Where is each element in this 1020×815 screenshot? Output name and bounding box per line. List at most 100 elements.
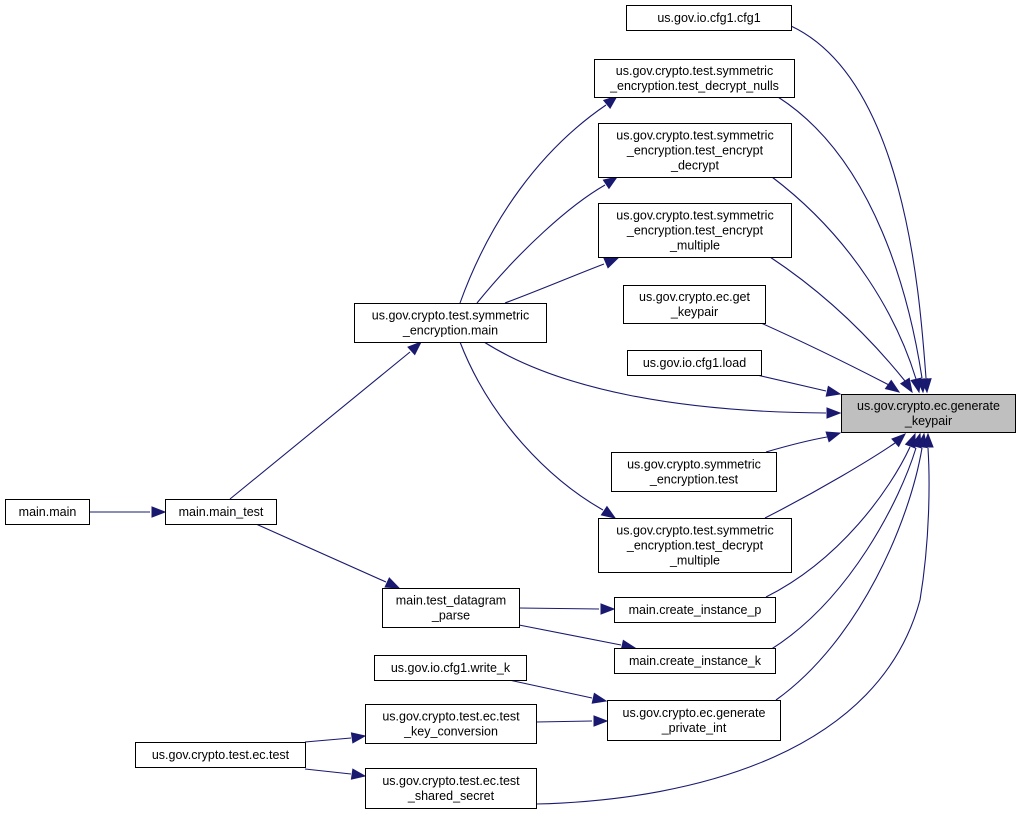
edge-main_main_test-to-symenc_main: [229, 341, 423, 500]
edge-line: [764, 442, 896, 519]
arrowhead: [826, 407, 842, 419]
node-ec-get-keypair[interactable]: us.gov.crypto.ec.get_keypair: [623, 285, 766, 324]
edge-test_datagram_parse-to-create_instance_p: [518, 603, 616, 615]
edge-line: [304, 768, 352, 775]
node-box[interactable]: [614, 597, 776, 623]
arrowhead: [593, 715, 609, 727]
node-box[interactable]: [365, 768, 537, 809]
edge-line: [508, 679, 593, 699]
node-box[interactable]: [374, 655, 527, 681]
node-test-encrypt-multiple[interactable]: us.gov.crypto.test.symmetric_encryption.…: [598, 203, 792, 258]
arrowhead: [350, 768, 367, 780]
node-symenc-main[interactable]: us.gov.crypto.test.symmetric_encryption.…: [354, 303, 547, 343]
edge-line: [459, 341, 604, 511]
node-box[interactable]: [365, 704, 537, 744]
node-label-line: us.gov.crypto.test.symmetric: [616, 524, 773, 538]
edge-symenc_main-to-test_encrypt_multiple: [504, 257, 620, 304]
node-box[interactable]: [382, 588, 520, 628]
node-symenc-test[interactable]: us.gov.crypto.symmetric_encryption.test: [611, 452, 777, 492]
node-label-line: main.create_instance_p: [629, 603, 762, 617]
node-box[interactable]: [165, 499, 277, 525]
edge-line: [775, 447, 923, 701]
edge-line: [756, 374, 827, 392]
node-box[interactable]: [611, 452, 777, 492]
node-main-main-test[interactable]: main.main_test: [165, 499, 277, 525]
node-label-line: us.gov.crypto.ec.get: [639, 290, 750, 304]
edges-layer: [89, 25, 934, 805]
node-label-line: _private_int: [661, 721, 727, 735]
node-cfg1-cfg1[interactable]: us.gov.io.cfg1.cfg1: [626, 5, 792, 31]
node-label-line: _keypair: [670, 305, 718, 319]
node-create-instance-k[interactable]: main.create_instance_k: [614, 648, 776, 674]
edge-main_main-to-main_main_test: [89, 506, 167, 518]
node-test-decrypt-multiple[interactable]: us.gov.crypto.test.symmetric_encryption.…: [598, 518, 792, 573]
node-label-line: _shared_secret: [407, 789, 495, 803]
arrowhead: [151, 506, 167, 518]
node-box[interactable]: [598, 203, 792, 258]
node-label-line: main.test_datagram: [396, 594, 506, 608]
node-ec-test[interactable]: us.gov.crypto.test.ec.test: [135, 742, 306, 768]
edge-line: [459, 104, 607, 304]
edge-ec_test-to-ec_test_shared_secret: [304, 768, 367, 780]
node-box[interactable]: [598, 518, 792, 573]
node-create-instance-p[interactable]: main.create_instance_p: [614, 597, 776, 623]
node-label-line: us.gov.io.cfg1.write_k: [391, 661, 511, 675]
arrowhead: [891, 433, 907, 448]
node-label-line: _parse: [431, 609, 470, 623]
edge-line: [483, 341, 827, 414]
arrowhead: [602, 95, 619, 109]
edge-line: [518, 624, 622, 646]
edge-cfg1_cfg1-to-generate_keypair: [790, 25, 932, 394]
node-box[interactable]: [135, 742, 306, 768]
node-box[interactable]: [594, 59, 795, 98]
edge-line: [777, 96, 923, 379]
arrowhead: [350, 732, 367, 744]
edge-main_main_test-to-test_datagram_parse: [255, 523, 401, 589]
node-box[interactable]: [614, 648, 776, 674]
node-box[interactable]: [627, 350, 762, 376]
edge-symenc_main-to-test_encrypt_decrypt: [476, 176, 619, 304]
node-label-line: _multiple: [669, 554, 720, 568]
edge-generate_private_int-to-generate_keypair: [775, 432, 928, 701]
edge-line: [535, 720, 593, 723]
node-test-decrypt-nulls[interactable]: us.gov.crypto.test.symmetric_encryption.…: [594, 59, 795, 98]
node-box[interactable]: [623, 285, 766, 324]
node-label-line: us.gov.crypto.test.symmetric: [616, 129, 773, 143]
node-main-main[interactable]: main.main: [5, 499, 90, 525]
node-generate-private-int[interactable]: us.gov.crypto.ec.generate_private_int: [607, 700, 781, 741]
node-test-datagram-parse[interactable]: main.test_datagram_parse: [382, 588, 520, 628]
node-label-line: us.gov.crypto.test.symmetric: [372, 309, 529, 323]
node-box[interactable]: [354, 303, 547, 343]
node-generate-keypair[interactable]: us.gov.crypto.ec.generate_keypair: [841, 394, 1016, 433]
node-cfg1-load[interactable]: us.gov.io.cfg1.load: [627, 350, 762, 376]
node-label-line: us.gov.crypto.ec.generate: [857, 399, 1000, 413]
arrowhead: [384, 577, 401, 589]
node-test-encrypt-decrypt[interactable]: us.gov.crypto.test.symmetric_encryption.…: [598, 123, 792, 178]
node-label-line: us.gov.crypto.test.symmetric: [616, 64, 773, 78]
edge-line: [771, 176, 917, 380]
node-label-line: us.gov.crypto.test.ec.test: [382, 710, 520, 724]
edge-symenc_main-to-generate_keypair: [483, 341, 842, 419]
edge-line: [255, 523, 387, 583]
node-box[interactable]: [598, 123, 792, 178]
node-box[interactable]: [5, 499, 90, 525]
node-label-line: main.create_instance_k: [629, 654, 762, 668]
node-box[interactable]: [841, 394, 1016, 433]
nodes-layer: us.gov.io.cfg1.cfg1 us.gov.crypto.test.sy…: [5, 5, 1016, 809]
arrowhead: [600, 505, 617, 519]
node-label-line: us.gov.crypto.test.symmetric: [616, 209, 773, 223]
node-ec-test-shared-secret[interactable]: us.gov.crypto.test.ec.test_shared_secret: [365, 768, 537, 809]
edge-test_datagram_parse-to-create_instance_k: [518, 624, 637, 651]
arrowhead: [910, 377, 922, 394]
node-ec-test-key-conversion[interactable]: us.gov.crypto.test.ec.test_key_conversio…: [365, 704, 537, 744]
node-box[interactable]: [607, 700, 781, 741]
edge-line: [765, 436, 828, 453]
node-cfg1-write-k[interactable]: us.gov.io.cfg1.write_k: [374, 655, 527, 681]
edge-line: [304, 737, 352, 743]
node-label-line: _key_conversion: [403, 725, 498, 739]
edge-test_encrypt_decrypt-to-generate_keypair: [771, 176, 922, 394]
node-label-line: us.gov.crypto.test.ec.test: [152, 748, 290, 762]
node-label-line: _encryption.test_encrypt: [626, 224, 764, 238]
node-box[interactable]: [626, 5, 792, 31]
